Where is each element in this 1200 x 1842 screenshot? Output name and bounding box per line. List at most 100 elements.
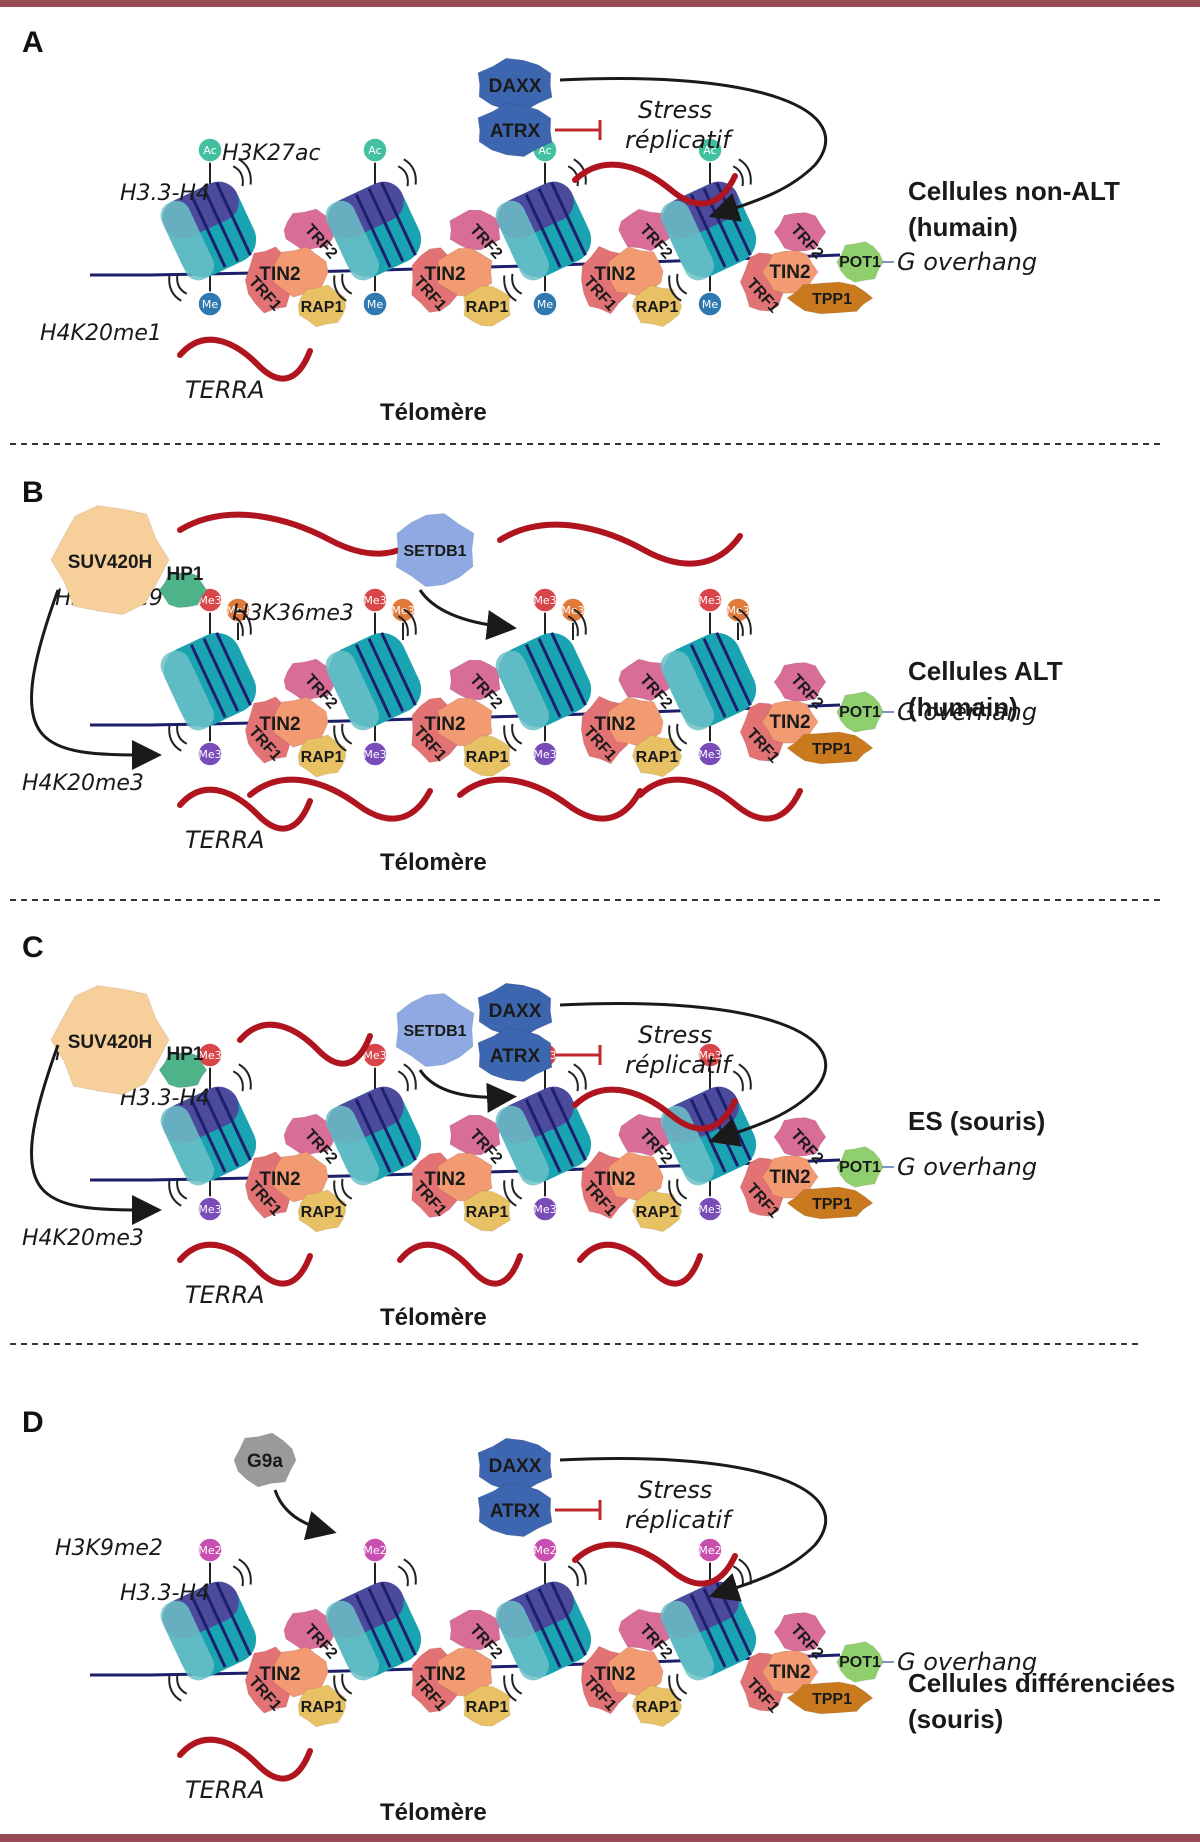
nucleosome [160, 608, 257, 752]
dna-wrap [354, 1593, 392, 1668]
tin2-label: TIN2 [259, 264, 300, 285]
histone-mark-me3 [532, 1196, 558, 1222]
nucleosome [495, 158, 592, 302]
histone-mark-me3 [560, 597, 586, 623]
dna-wrap [202, 1093, 240, 1167]
nucleosome-face [660, 200, 715, 281]
motion-lines [232, 158, 252, 187]
motion-lines [732, 1063, 752, 1092]
histone-mark-label: Me3 [198, 1049, 221, 1062]
motion-lines [168, 273, 188, 302]
tpp1-label: TPP1 [812, 1196, 852, 1213]
dna-wrap [524, 193, 562, 268]
motion-lines [333, 723, 353, 752]
histone-mark-label: Me3 [533, 594, 556, 607]
histone-mark-label: Me3 [363, 748, 386, 761]
tin2-label: TIN2 [594, 1664, 635, 1685]
histone-mark-label: Me3 [198, 748, 221, 761]
histone-mark-me3 [197, 1042, 223, 1068]
rap1-label: RAP1 [636, 299, 679, 316]
dna-wrap [380, 632, 417, 706]
dna-wrap [689, 643, 727, 718]
histone-mark-me3 [532, 587, 558, 613]
nucleosome-face [325, 200, 380, 281]
g9a-enzyme [233, 1432, 297, 1488]
setdb1-arrow [418, 1069, 517, 1113]
dna-wrap [367, 1588, 405, 1662]
dna-wrap [354, 643, 392, 718]
rap1-label: RAP1 [466, 749, 509, 766]
rap1-label: RAP1 [636, 1699, 679, 1716]
rap1-label: RAP1 [636, 749, 679, 766]
cell-type-species: (humain) [908, 212, 1018, 242]
tin2-label: TIN2 [769, 262, 810, 283]
motion-lines [668, 723, 688, 752]
dna-wrap [524, 643, 562, 718]
tin2-label: TIN2 [594, 1169, 635, 1190]
rap1-label: RAP1 [636, 1204, 679, 1221]
trf2-protein [449, 1609, 501, 1651]
dna-wrap [189, 1098, 227, 1173]
motion-lines [567, 1063, 587, 1092]
histone-mark-label: Me3 [533, 748, 556, 761]
dna-wrap [202, 188, 240, 262]
g-overhang-label: G overhang [897, 1648, 1037, 1676]
suv420h-label: SUV420H [68, 1032, 153, 1053]
nucleosome [325, 1063, 422, 1207]
rap1-label: RAP1 [301, 299, 344, 316]
g-overhang-label: G overhang [897, 698, 1037, 726]
tpp1-protein [786, 1681, 875, 1715]
dna-wrap [689, 1098, 727, 1173]
dna-wrap [215, 1582, 252, 1656]
pot1-label: POT1 [839, 1654, 881, 1671]
motion-lines [732, 608, 752, 637]
panel-letter: B [22, 476, 44, 509]
cell-type-label: Cellules ALT [908, 656, 1063, 686]
cell-type-label: Cellules différenciées [908, 1668, 1175, 1698]
terra-rna [177, 1241, 313, 1287]
tin2-label: TIN2 [424, 264, 465, 285]
terra-rna [457, 776, 643, 822]
dna-wrap [380, 182, 417, 256]
setdb1-enzyme [395, 512, 475, 588]
atrx-label: ATRX [490, 121, 541, 142]
rap1-protein [631, 734, 683, 778]
g9a-arrow [273, 1489, 337, 1541]
histone-mark-label: Me3 [198, 1203, 221, 1216]
tpp1-protein [786, 281, 875, 315]
nucleosome-face [160, 1600, 215, 1681]
nucleosome-face [495, 650, 550, 731]
histone-mark-me3 [390, 597, 416, 623]
histone-mark-me2 [197, 1537, 223, 1563]
dna-wrap [215, 632, 252, 706]
h33-h4-label: H3.3-H4 [120, 181, 210, 206]
terra-rna [237, 1021, 373, 1067]
histone-mark-me3 [197, 1196, 223, 1222]
dna-wrap [189, 1593, 227, 1668]
histone-mark-label: Me3 [698, 594, 721, 607]
suv420h-enzyme [50, 505, 170, 616]
histone-mark-me3 [225, 597, 251, 623]
dna-wrap [202, 638, 240, 712]
nucleosome-face [160, 650, 215, 731]
dna-wrap [354, 1098, 392, 1173]
dna-wrap [367, 638, 405, 712]
nucleosome [160, 158, 257, 302]
cell-type-species: (souris) [908, 1704, 1003, 1734]
setdb1-enzyme [395, 992, 475, 1068]
suv420h-enzyme [50, 985, 170, 1096]
cell-type-label: ES (souris) [908, 1106, 1045, 1136]
nucleosome-face [660, 650, 715, 731]
motion-lines [503, 723, 523, 752]
motion-lines [668, 273, 688, 302]
histone-mark-me3 [697, 587, 723, 613]
dna-wrap [202, 1588, 240, 1662]
bottom-mark-label: H4K20me3 [22, 771, 144, 796]
histone-mark-label: Me3 [533, 1203, 556, 1216]
histone-mark-me3 [362, 587, 388, 613]
histone-mark-label: Me [202, 298, 218, 311]
nucleosome [325, 158, 422, 302]
suv420h-arrow [30, 1044, 162, 1225]
terra-label: TERRA [185, 376, 265, 404]
